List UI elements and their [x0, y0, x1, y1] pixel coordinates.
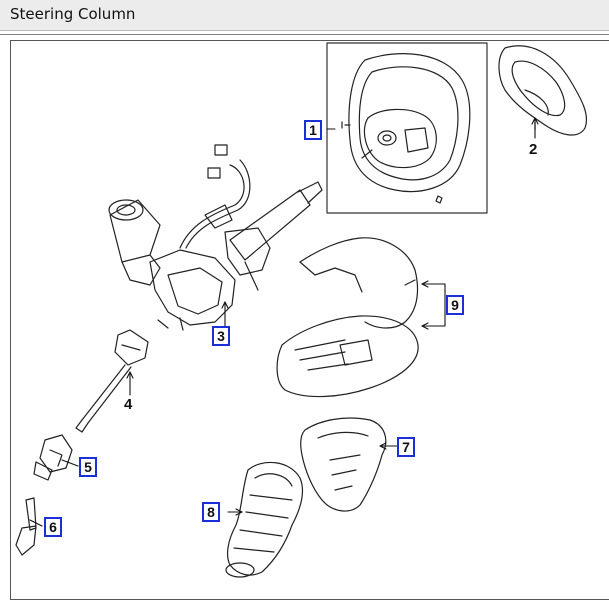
airbag-illustration: [498, 45, 588, 136]
callout-part-9[interactable]: 9: [446, 295, 464, 315]
column-boot-illustration: [225, 461, 304, 578]
column-shroud-illustration: [276, 237, 419, 398]
callout-part-8[interactable]: 8: [202, 502, 220, 522]
callout-part-1[interactable]: 1: [304, 120, 322, 140]
label-part-4: 4: [124, 396, 133, 413]
leader-lines: [29, 117, 539, 527]
callout-part-6[interactable]: 6: [44, 517, 62, 537]
steering-wheel-illustration: [341, 53, 471, 204]
steering-column-illustration: [108, 144, 323, 331]
bolt-illustration: [15, 497, 37, 556]
page-title: Steering Column: [10, 5, 136, 23]
universal-joint-illustration: [33, 434, 73, 481]
column-cover-illustration: [300, 417, 387, 512]
callout-part-3[interactable]: 3: [212, 326, 230, 346]
title-bar: Steering Column: [0, 0, 609, 31]
label-part-2: 2: [529, 141, 538, 158]
callout-part-5[interactable]: 5: [79, 457, 97, 477]
header-divider: [0, 34, 609, 35]
intermediate-shaft-illustration: [75, 329, 149, 433]
steering-wheel-inset-box: [326, 42, 488, 214]
callout-part-7[interactable]: 7: [397, 437, 415, 457]
